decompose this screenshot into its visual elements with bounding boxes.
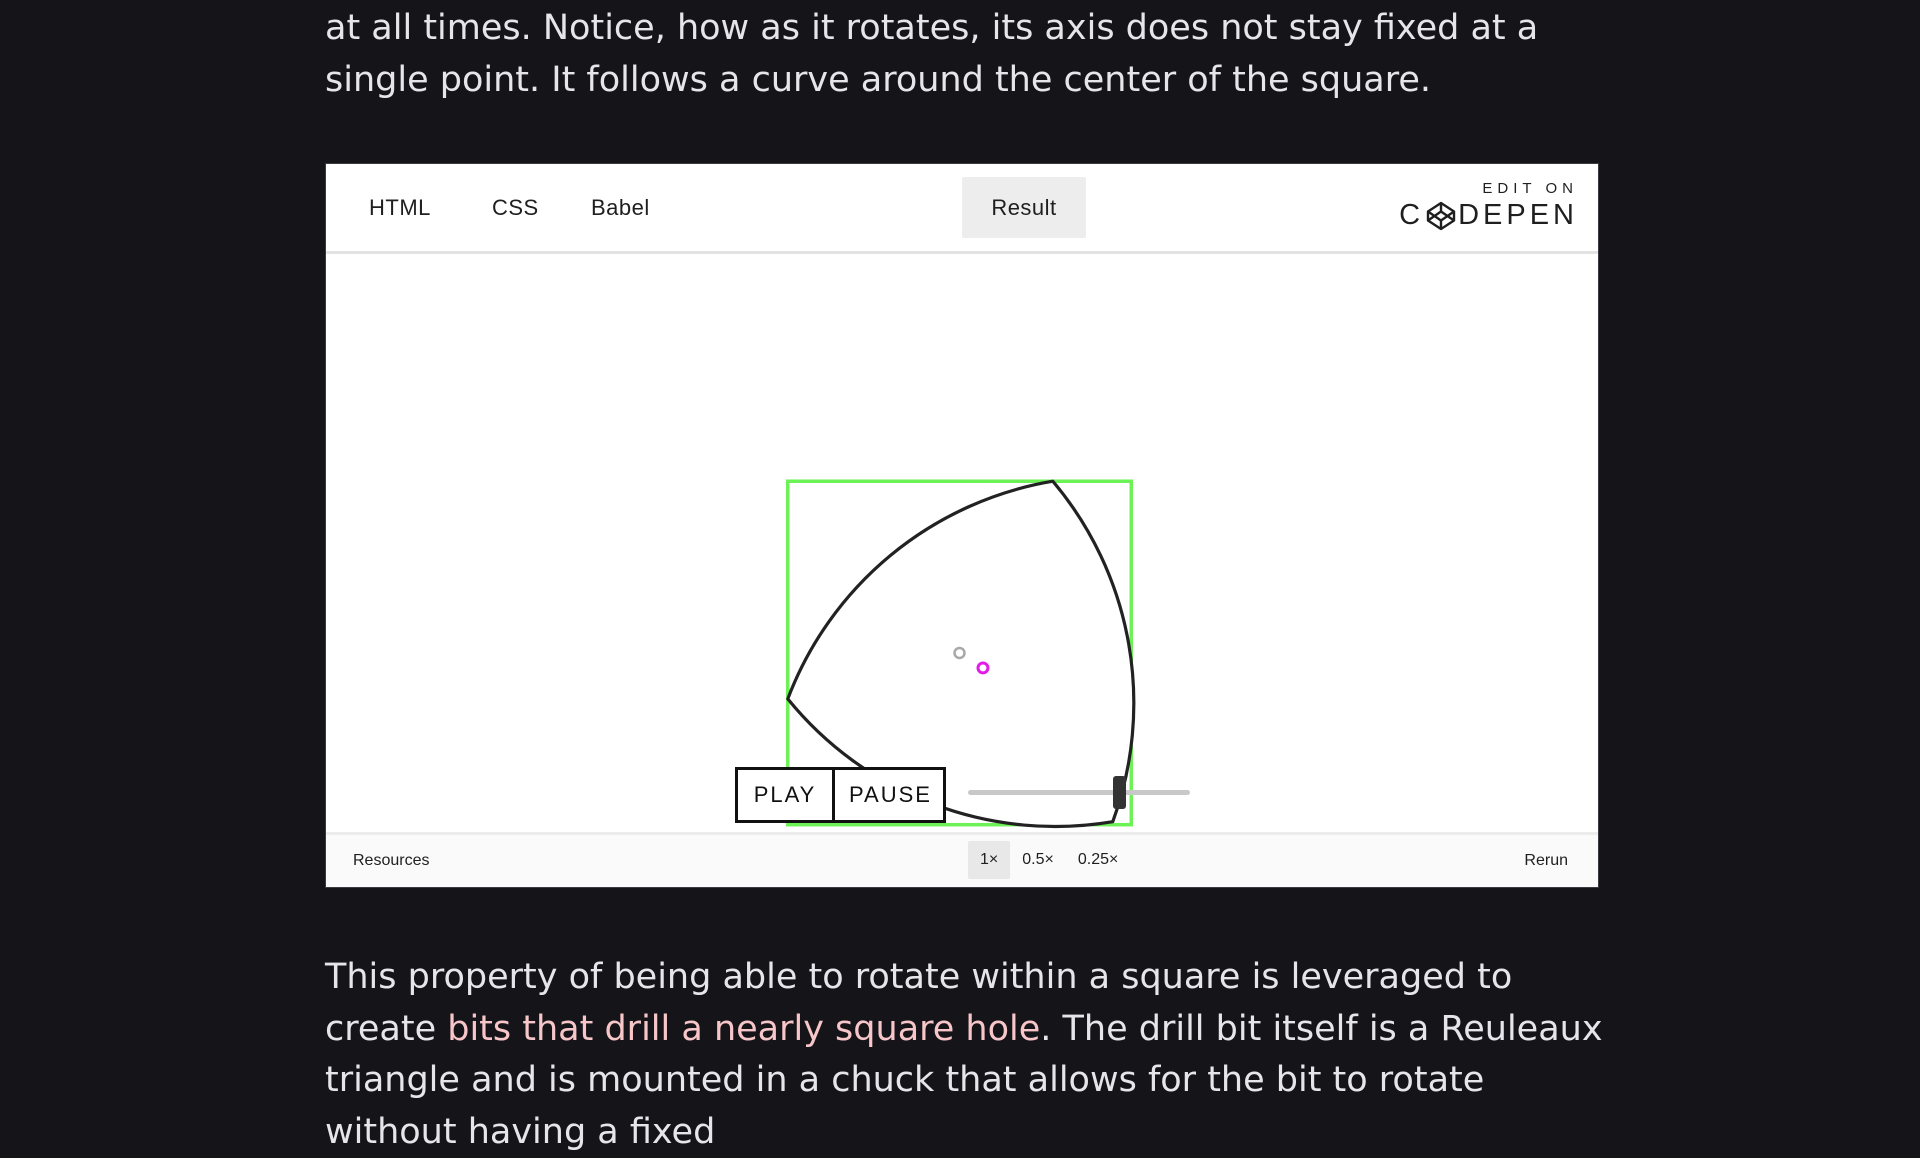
codepen-wordmark-right: DEPEN <box>1458 199 1578 231</box>
pause-button[interactable]: PAUSE <box>834 767 946 823</box>
slider-thumb[interactable] <box>1112 776 1126 809</box>
tab-result[interactable]: Result <box>962 177 1086 238</box>
codepen-wordmark: C DEPEN <box>1399 199 1578 232</box>
square-center-point <box>953 646 966 660</box>
codepen-wordmark-left: C <box>1399 199 1425 231</box>
zoom-0-25x-button[interactable]: 0.25× <box>1077 851 1119 868</box>
playback-controls: PLAY PAUSE <box>735 767 946 823</box>
codepen-cube-icon <box>1426 201 1456 230</box>
embed-header: HTML CSS Babel Result EDIT ON C <box>326 164 1598 254</box>
codepen-embed: HTML CSS Babel Result EDIT ON C <box>325 163 1599 888</box>
embed-footer: Resources 1× 0.5× 0.25× Rerun <box>326 832 1598 887</box>
speed-slider[interactable] <box>968 776 1190 809</box>
zoom-controls: 1× 0.5× 0.25× <box>968 841 1130 879</box>
zoom-0-5x-button[interactable]: 0.5× <box>1022 851 1054 868</box>
zoom-1x-button[interactable]: 1× <box>968 841 1011 879</box>
tab-babel[interactable]: Babel <box>591 195 650 220</box>
tab-html[interactable]: HTML <box>369 195 431 220</box>
rerun-button[interactable]: Rerun <box>1524 852 1568 869</box>
triangle-axis-point <box>976 661 990 675</box>
drill-bits-link[interactable]: bits that drill a nearly square hole <box>447 1008 1041 1049</box>
article-paragraph-top: at all times. Notice, how as it rotates,… <box>325 8 1539 100</box>
edit-on-codepen-link[interactable]: EDIT ON C DEPEN <box>1399 180 1578 232</box>
tab-css[interactable]: CSS <box>492 195 539 220</box>
result-canvas <box>786 479 1136 829</box>
play-button[interactable]: PLAY <box>735 767 834 823</box>
resources-button[interactable]: Resources <box>353 852 430 869</box>
slider-track <box>968 790 1190 795</box>
edit-on-label: EDIT ON <box>1482 180 1578 197</box>
article-paragraph-bottom: This property of being able to rotate wi… <box>325 952 1615 1158</box>
paragraph-text-start: This property of being able to rotate wi… <box>325 957 1513 1049</box>
